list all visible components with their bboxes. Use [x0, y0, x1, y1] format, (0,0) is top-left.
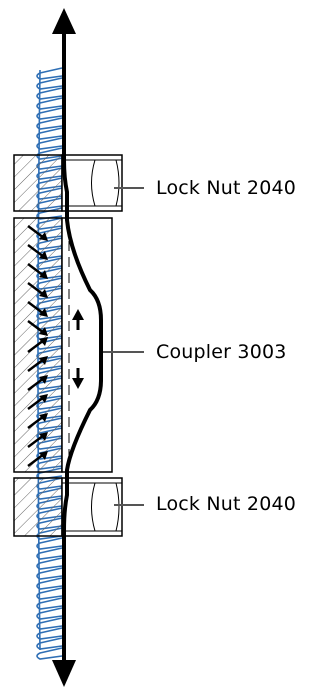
- lock-nut-bottom: [61, 477, 123, 537]
- callout-leader-lines: [103, 187, 144, 506]
- diagonal-load-arrow: [27, 263, 48, 279]
- diagonal-load-arrow: [27, 320, 48, 336]
- diagonal-load-arrow: [27, 225, 48, 241]
- arrow-up-icon: [52, 8, 76, 60]
- coupler-label: Coupler 3003: [156, 341, 287, 363]
- diagonal-load-arrow: [27, 451, 48, 467]
- lock-nut-top-label: Lock Nut 2040: [156, 177, 297, 199]
- diagonal-load-arrow: [27, 301, 48, 317]
- diagonal-load-arrow: [27, 337, 48, 353]
- diagonal-load-arrow: [27, 413, 48, 429]
- arrow-down-icon: [52, 640, 76, 687]
- lock-nut-top: [61, 154, 123, 212]
- diagonal-load-arrow: [27, 282, 48, 298]
- hatched-cross-section: [13, 154, 63, 537]
- load-arrows: [27, 225, 48, 467]
- rebar-thread-loop: [36, 137, 63, 150]
- diagonal-load-arrow: [27, 432, 48, 448]
- diagonal-load-arrow: [27, 356, 48, 372]
- lock-nut-bottom-label: Lock Nut 2040: [156, 493, 297, 515]
- diagonal-load-arrow: [27, 394, 48, 410]
- rebar-thread-loop: [36, 547, 63, 560]
- diagonal-load-arrow: [27, 375, 48, 391]
- rebar-thread-loop: [36, 537, 63, 550]
- arrow-up-icon: [72, 309, 84, 330]
- rebar-profile-line: [62, 60, 103, 640]
- rebar-thread-loop: [36, 557, 63, 570]
- coupler-body: [61, 217, 113, 473]
- arrow-down-icon: [72, 368, 84, 389]
- rebar-thread-loop: [36, 567, 63, 580]
- rebar-thread-loop: [36, 647, 63, 660]
- diagonal-load-arrow: [27, 244, 48, 260]
